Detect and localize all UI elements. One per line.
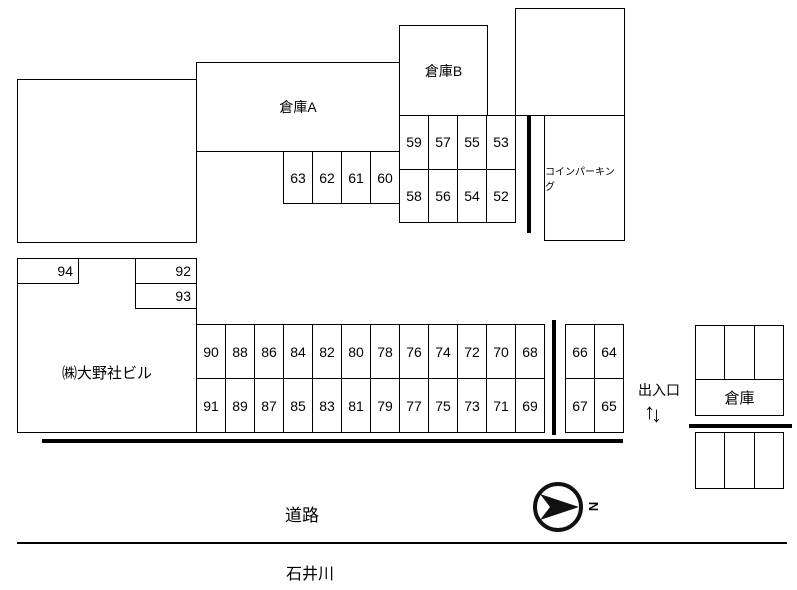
parking-space: 69 (515, 379, 544, 432)
parking-space: 56 (428, 169, 457, 222)
site-boundary-line (42, 439, 623, 443)
parking-space: 62 (312, 152, 341, 203)
parking-space: 72 (457, 325, 486, 378)
stall (724, 326, 753, 379)
parking-space: 91 (203, 397, 219, 414)
parking-space: 65 (594, 379, 623, 432)
parking-space: 74 (428, 325, 457, 378)
vacant-lot-topright-box (515, 8, 625, 116)
parking-space: 60 (370, 152, 399, 203)
parking-space: 86 (254, 325, 283, 378)
compass-icon (533, 482, 583, 532)
parking-space: 73 (457, 379, 486, 432)
parking-space: 83 (312, 379, 341, 432)
parking-space: 80 (341, 325, 370, 378)
parking-space: 89 (225, 379, 254, 432)
stall (724, 433, 753, 488)
parking-space: 77 (399, 379, 428, 432)
parking-space: 71 (486, 379, 515, 432)
parking-space: 59 (406, 134, 422, 151)
parking-space: 78 (370, 325, 399, 378)
entrance-text: 出入口 (638, 382, 680, 398)
up-arrow-icon: ↑ (644, 399, 655, 424)
divider-line-north (527, 116, 531, 233)
compass-arrow-icon (540, 494, 579, 520)
warehouse-a-label: 倉庫A (279, 99, 317, 115)
parking-space: 54 (457, 169, 486, 222)
stall (753, 433, 783, 488)
parking-space: 66 (572, 343, 588, 360)
stall (696, 433, 724, 488)
parking-space: 75 (428, 379, 457, 432)
parking-space: 87 (254, 379, 283, 432)
space-94-label: 94 (57, 263, 73, 279)
down-arrow-icon: ↓ (651, 402, 662, 427)
parking-space: 84 (283, 325, 312, 378)
parking-space: 70 (486, 325, 515, 378)
parking-space: 63 (290, 169, 306, 186)
entrance-arrows-icon: ↑↓ (644, 399, 662, 427)
coin-parking-label: コインパーキング (545, 167, 615, 193)
warehouse-east-stalls (696, 326, 783, 380)
parking-space: 61 (341, 152, 370, 203)
divider-line-mid (552, 320, 556, 435)
parking-grid-east: 66 64 67 65 (565, 324, 624, 433)
warehouse-east-label: 倉庫 (724, 390, 755, 407)
warehouse-b-box: 倉庫B (399, 25, 488, 116)
parking-space: 64 (594, 325, 623, 378)
warehouse-a-box: 倉庫A (196, 62, 400, 152)
parking-space: 58 (406, 187, 422, 204)
entrance-label: 出入口 (627, 380, 691, 400)
divider-line-east (689, 424, 792, 428)
road-text: 道路 (285, 506, 319, 525)
vacant-lot-box (17, 79, 197, 243)
warehouse-b-label: 倉庫B (424, 62, 463, 79)
stall (696, 326, 724, 379)
parking-space: 67 (572, 397, 588, 414)
building-label: ㈱大野社ビル (61, 365, 152, 382)
river-boundary-line (17, 542, 787, 544)
parking-space-92: 92 (135, 258, 197, 284)
parking-space: 82 (312, 325, 341, 378)
river-label: 石井川 (250, 560, 370, 584)
parking-space: 79 (370, 379, 399, 432)
stall (753, 326, 783, 379)
parking-space-93: 93 (135, 283, 197, 309)
parking-space: 90 (203, 343, 219, 360)
space-92-label: 92 (175, 263, 191, 279)
compass-north-label: N (586, 501, 602, 512)
parking-space: 57 (428, 116, 457, 169)
parking-space: 81 (341, 379, 370, 432)
parking-space: 76 (399, 325, 428, 378)
warehouse-east-box: 倉庫 (695, 325, 784, 416)
parking-space: 85 (283, 379, 312, 432)
parking-space: 52 (486, 169, 515, 222)
stall-box-bottomright (695, 432, 784, 489)
parking-space: 53 (486, 116, 515, 169)
river-text: 石井川 (285, 566, 334, 583)
coin-parking-box: コインパーキング (544, 115, 625, 241)
space-93-label: 93 (175, 288, 191, 304)
road-label: 道路 (252, 501, 352, 526)
parking-space-94: 94 (17, 258, 79, 284)
parking-space: 68 (515, 325, 544, 378)
parking-space: 88 (225, 325, 254, 378)
parking-space: 55 (457, 116, 486, 169)
